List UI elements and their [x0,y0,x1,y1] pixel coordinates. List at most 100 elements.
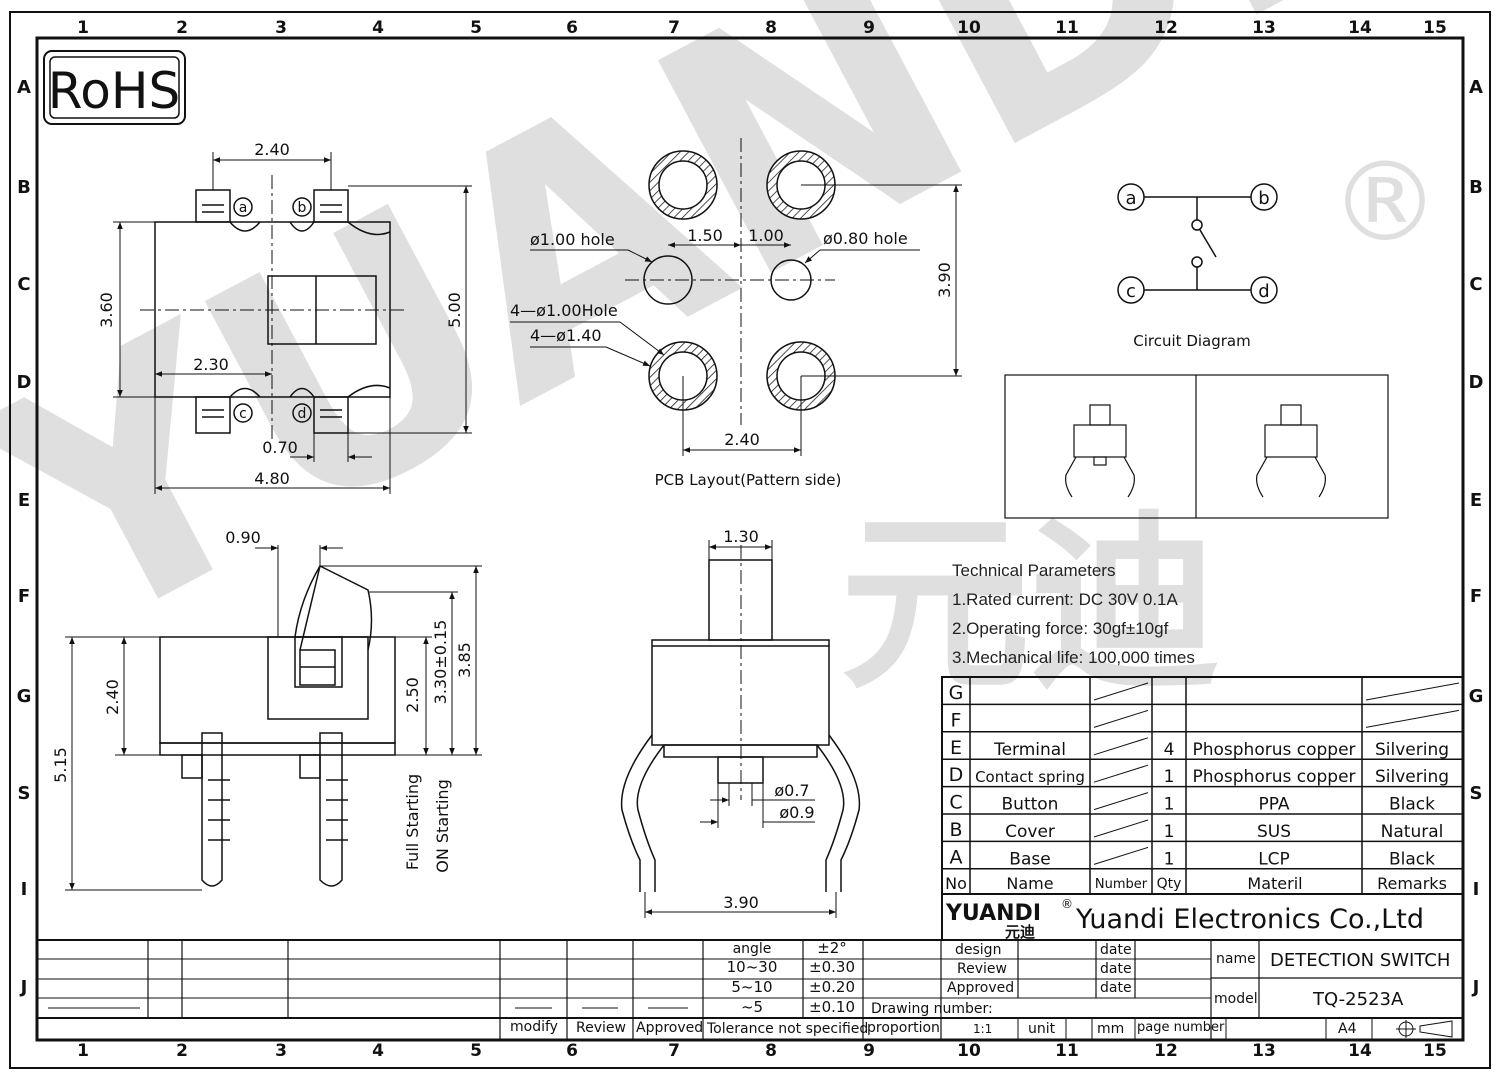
bom-material: Phosphorus copper [1192,767,1355,787]
name-label: name [1216,951,1256,967]
bom-no: G [949,682,964,704]
full-starting-label: Full Starting [403,774,422,870]
title-block-labels: design Review Approved date date date na… [510,942,1450,1037]
pin-c-label: c [239,406,247,422]
page-number-label: page number [1137,1020,1225,1035]
top-view [140,175,405,440]
border-col-label: 12 [1154,18,1178,38]
border-col-label: 4 [372,1041,384,1061]
bom-slash [1093,682,1149,701]
border-col-label: 14 [1348,1041,1372,1061]
border-col-label: 9 [863,1041,875,1061]
technical-parameters: Technical Parameters 1.Rated current: DC… [952,556,1195,672]
pcb-labels: 1.50 1.00 ø1.00 hole ø0.80 hole 4—ø1.00H… [510,226,954,489]
rings-4x1-40-label: 4—ø1.40 [530,326,602,345]
bom-slash [1093,846,1149,865]
bom-material: LCP [1258,849,1290,869]
pin-a-label: a [239,200,248,216]
company-logo-reg: ® [1061,897,1073,911]
border-col-label: 11 [1055,1041,1079,1061]
tolerance-table: angle±2°10~30±0.305~10±0.20~5±0.10 [727,939,855,1016]
bom-slash [1365,682,1460,701]
pcb-dimensions [510,184,962,456]
border-col-label: 6 [566,18,578,38]
bom-qty: 1 [1164,822,1175,842]
dim-2-40-top: 2.40 [254,140,290,159]
dim-0-9: ø0.9 [779,803,814,822]
bom-header-number: Number [1095,877,1148,892]
tech-line-2: 2.Operating force: 30gf±10gf [952,619,1169,638]
border-row-label: B [17,177,31,198]
border-col-label: 10 [957,18,981,38]
bom-row-lines [942,682,1463,870]
dim-2-40-pcb: 2.40 [724,430,760,449]
model-value: TQ-2523A [1312,989,1404,1010]
revision-modify: modify [510,1019,558,1035]
pcb-layout [625,138,836,425]
revision-review: Review [576,1020,626,1036]
border-col-label: 10 [957,1041,981,1061]
bom-header-qty: Qty [1157,876,1182,892]
dim-3-85: 3.85 [455,642,474,678]
top-view-dimension-labels: 2.40 3.60 5.00 2.30 0.70 4.80 [97,140,464,488]
side-view-labels: 0.90 2.40 5.15 2.50 3.30±0.15 3.85 Full … [51,528,474,873]
bom-material: SUS [1257,822,1291,842]
border-col-label: 11 [1055,18,1079,38]
bom-slash [1365,709,1460,728]
title-block [37,939,1463,1040]
border-col-label: 7 [668,1041,680,1061]
border-col-label: 2 [176,1041,188,1061]
date-label-3: date [1100,980,1132,996]
circuit-b: b [1258,188,1269,209]
bom-material: Phosphorus copper [1192,740,1355,760]
scale-value: 1:1 [973,1022,992,1036]
front-view-dimensions [644,540,837,918]
dim-3-30: 3.30±0.15 [431,620,450,705]
date-label-1: date [1100,942,1132,958]
tolerance-range: angle [733,941,772,957]
dim-3-90-pcb: 3.90 [935,262,954,298]
border-row-label: E [1470,490,1482,511]
bom-remarks: Black [1389,795,1435,815]
bom-qty: 1 [1164,849,1175,869]
dim-1-50: 1.50 [687,226,723,245]
tolerance-range: 10~30 [727,958,778,976]
proportion-label: proportion [867,1020,940,1036]
bom-qty: 1 [1164,767,1175,787]
border-col-label: 3 [275,18,287,38]
bom-no: B [949,819,962,841]
on-starting-label: ON Starting [433,779,452,872]
border-row-label: G [1469,686,1484,707]
bom-header-materil: Materil [1247,874,1302,893]
dim-2-40-side: 2.40 [103,679,122,715]
bom-name: Contact spring [975,768,1085,786]
border-col-label: 7 [668,18,680,38]
bom-header: No Name Number Qty Materil Remarks [945,874,1447,893]
company-name: Yuandi Electronics Co.,Ltd [1075,904,1424,935]
circuit-d: d [1258,281,1269,302]
border-col-label: 8 [765,1041,777,1061]
tolerance-value: ±0.30 [809,958,855,976]
dim-1-00: 1.00 [748,226,784,245]
watermark-reg: ® [1330,138,1440,266]
border-row-label: A [1469,77,1483,98]
border-col-label: 15 [1423,18,1447,38]
border-row-label: C [17,274,30,295]
border-col-label: 1 [77,1041,89,1061]
tolerance-range: 5~10 [731,978,772,996]
border-col-label: 8 [765,18,777,38]
bom-remarks: Natural [1381,822,1444,842]
hole-1-00-label: ø1.00 hole [530,230,615,249]
bom-material: PPA [1258,795,1289,815]
border-col-label: 3 [275,1041,287,1061]
bom-name: Base [1009,849,1050,869]
bom-slash [1093,819,1149,838]
circuit-caption: Circuit Diagram [1133,332,1250,350]
hole-0-80-label: ø0.80 hole [823,229,908,248]
bom-remarks: Black [1389,849,1435,869]
border-row-label: S [1470,783,1483,804]
company-row: YUANDI 元迪 ® Yuandi Electronics Co.,Ltd [941,893,1464,941]
border-row-label: S [18,783,31,804]
bom-header-name: Name [1006,874,1053,893]
